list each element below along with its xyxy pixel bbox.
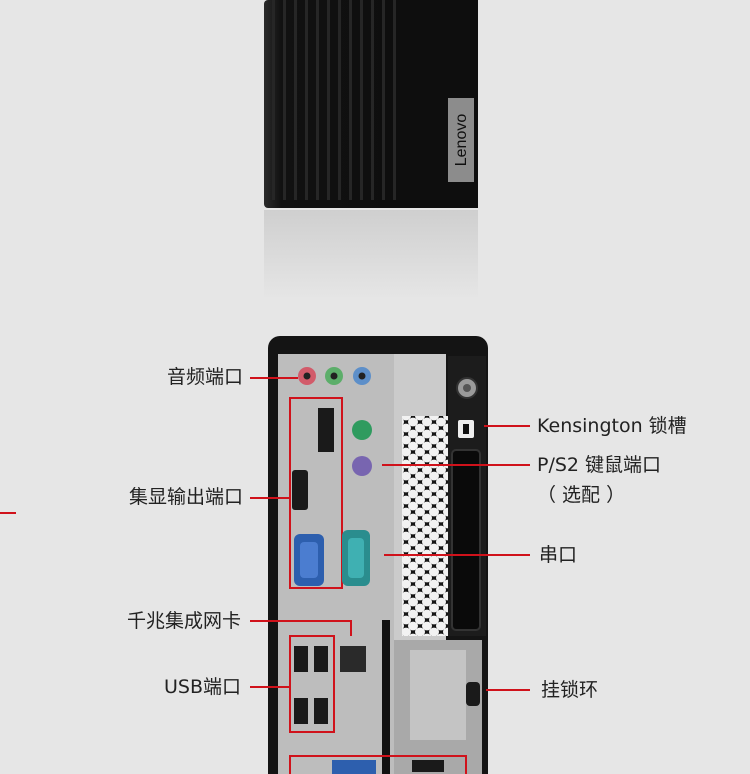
leader-kensington (484, 425, 530, 427)
tower-rear-view (268, 336, 488, 774)
label-usb-ports: USB端口 (163, 676, 241, 698)
ps2-icon (352, 420, 372, 476)
display-ports-box (289, 397, 343, 589)
padlock-loop-icon (466, 682, 480, 706)
front-grille (272, 0, 396, 200)
tower-front-view: Lenovo (264, 0, 478, 300)
usb-icon (294, 646, 328, 724)
vent-grille (402, 416, 454, 636)
expansion-box (289, 755, 467, 774)
lenovo-logo-plate (448, 98, 474, 182)
label-gigabit-lan: 千兆集成网卡 (126, 610, 241, 632)
label-serial-port: 串口 (539, 544, 578, 566)
tower-reflection (264, 210, 478, 300)
leader-lan-v (350, 620, 352, 636)
audio-jack-icon (298, 367, 371, 385)
label-audio-ports: 音频端口 (166, 366, 243, 388)
label-padlock-loop: 挂锁环 (541, 679, 599, 701)
leader-ps2 (382, 464, 530, 466)
label-ps2-ports: P/S2 键鼠端口 (537, 454, 662, 476)
leader-display (250, 497, 290, 499)
lenovo-logo: Lenovo (453, 114, 470, 167)
usb-ports-box (289, 635, 335, 733)
leader-usb (250, 686, 290, 688)
leader-audio (250, 377, 298, 379)
leader-lan (250, 620, 352, 622)
leader-left-stub (0, 512, 16, 514)
label-display-ports: 集显输出端口 (128, 486, 243, 508)
label-ps2-optional: （ 选配 ） (537, 484, 626, 506)
displayport-icon (318, 408, 334, 452)
hdmi-icon (292, 470, 308, 510)
leader-serial (384, 554, 530, 556)
leader-padlock (486, 689, 530, 691)
side-handle (451, 449, 481, 631)
rj45-icon (340, 646, 366, 672)
label-kensington-lock: Kensington 锁槽 (537, 415, 687, 437)
